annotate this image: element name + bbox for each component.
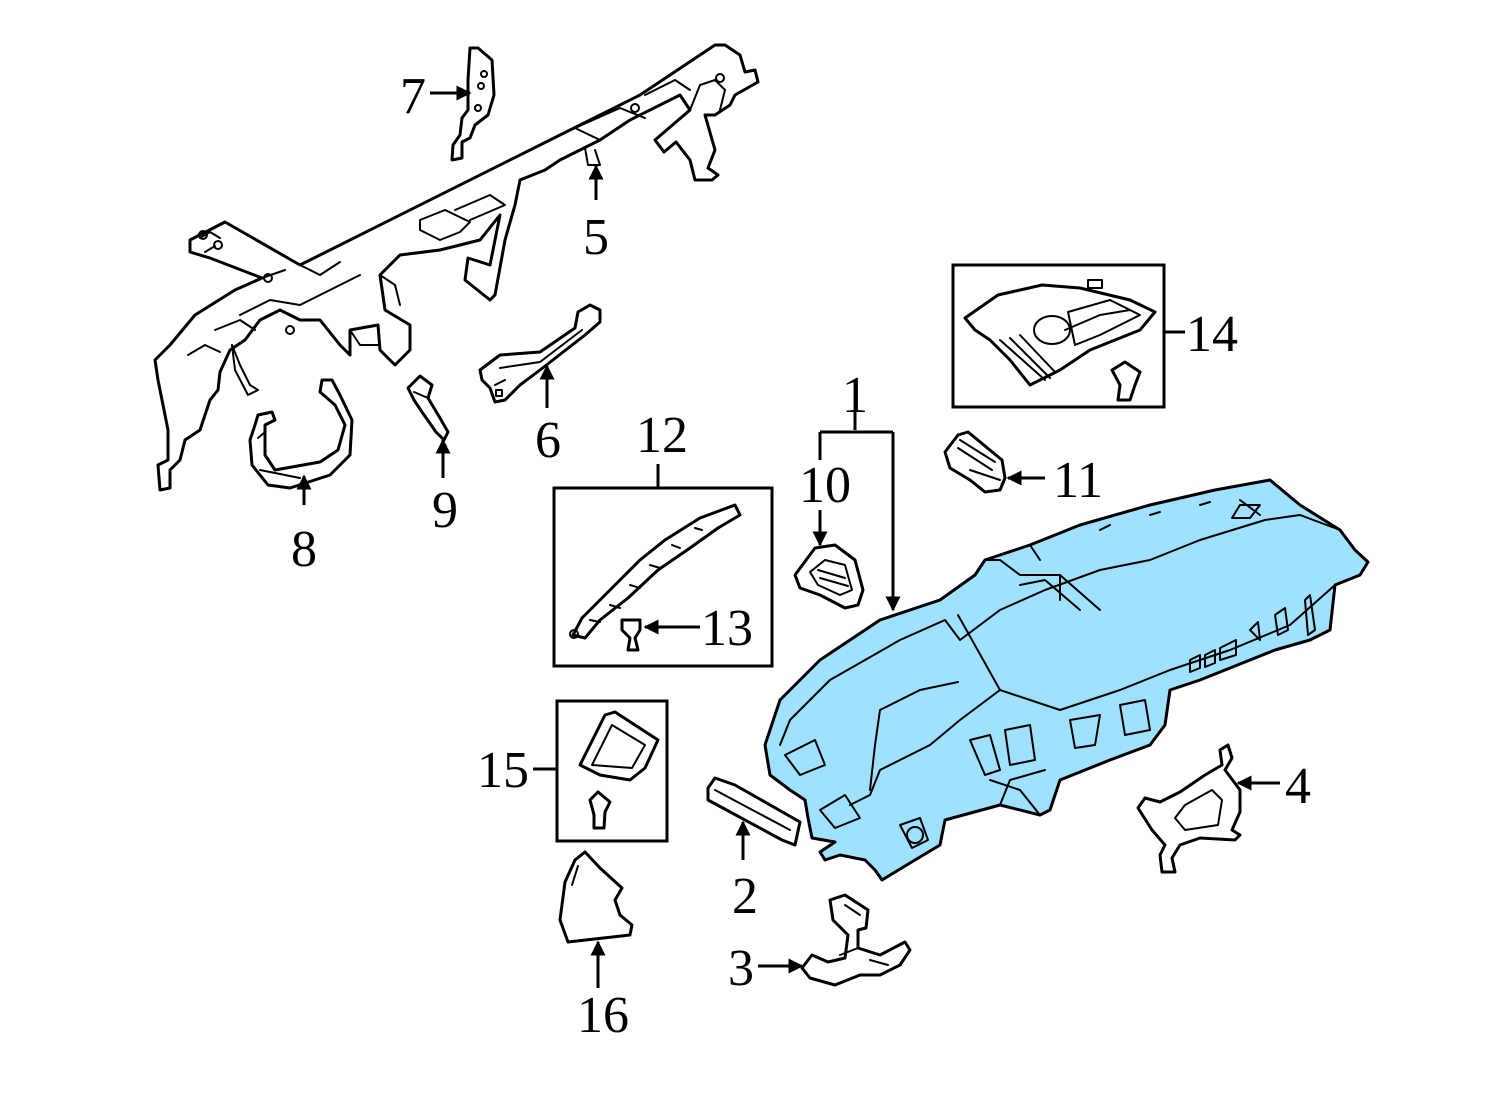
part-9-clip: [406, 374, 450, 442]
callout-11: 11: [1053, 452, 1103, 509]
callout-6: 6: [535, 412, 561, 469]
callout-7: 7: [400, 68, 426, 125]
callout-13: 13: [701, 600, 753, 657]
callout-4: 4: [1285, 758, 1311, 815]
part-11-vent: [943, 430, 1007, 494]
callout-box-15: [555, 699, 669, 843]
part-2-trim: [706, 776, 802, 847]
callout-1: 1: [842, 367, 868, 424]
callout-16: 16: [577, 987, 629, 1044]
callout-14: 14: [1186, 306, 1238, 363]
callout-9: 9: [432, 482, 458, 539]
callout-15: 15: [477, 742, 529, 799]
part-7-bracket: [450, 46, 496, 162]
callout-box-14: [951, 263, 1166, 409]
callout-3: 3: [728, 940, 754, 997]
callout-box-12: [552, 486, 774, 668]
cross-car-beam: [153, 43, 760, 492]
part-10-vent: [793, 543, 865, 610]
part-8-u-brace: [248, 378, 354, 490]
callout-5: 5: [583, 209, 609, 266]
part-16-panel: [558, 850, 634, 944]
callout-8: 8: [291, 521, 317, 578]
part-4-bracket: [1136, 743, 1242, 874]
leader-lines: [296, 85, 1280, 988]
part-6-brace: [478, 303, 602, 404]
callout-10: 10: [799, 457, 851, 514]
callout-labels: 1 2 3 4 5 6 7 8 9 10 11 12 13 14 15 16: [291, 68, 1311, 1044]
callout-12: 12: [636, 407, 688, 464]
callout-2: 2: [732, 868, 758, 925]
part-3-bracket: [800, 893, 912, 987]
instrument-panel-dashboard: [763, 478, 1370, 882]
